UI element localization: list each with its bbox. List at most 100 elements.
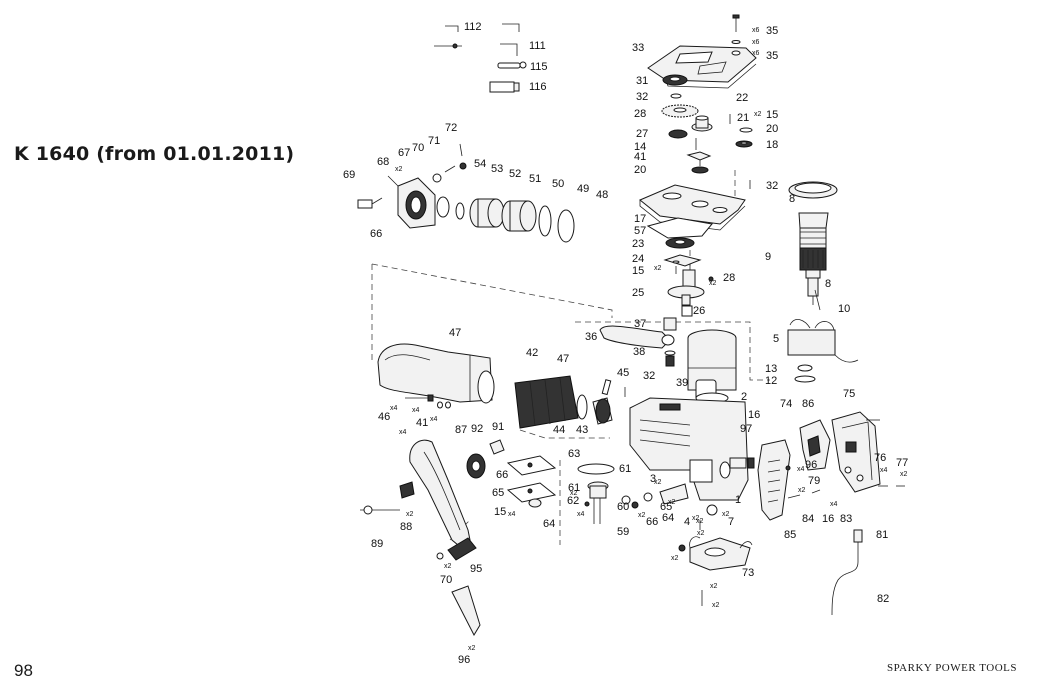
part-label: 81 bbox=[876, 529, 888, 541]
part-label: 5 bbox=[773, 333, 779, 345]
part-label: 32 bbox=[643, 370, 655, 382]
part-label: 59 bbox=[617, 526, 629, 538]
quantity-label: x2 bbox=[798, 487, 806, 494]
quantity-label: x4 bbox=[412, 407, 420, 414]
small-pins-group bbox=[434, 23, 527, 93]
part-label: 71 bbox=[428, 135, 440, 147]
part-label: 69 bbox=[343, 169, 355, 181]
part-label: 77 bbox=[896, 457, 908, 469]
part-label: 35 bbox=[766, 25, 778, 37]
part-label: 15 bbox=[632, 265, 644, 277]
quantity-label: x6 bbox=[752, 39, 760, 46]
part-label: 115 bbox=[530, 61, 548, 73]
side-handle-housing bbox=[377, 343, 493, 403]
part-label: 66 bbox=[496, 469, 508, 481]
power-cable bbox=[831, 529, 863, 616]
quantity-label: x4 bbox=[797, 466, 805, 473]
part-label: 64 bbox=[662, 512, 674, 524]
part-label: 12 bbox=[765, 375, 777, 387]
page-number: 98 bbox=[14, 661, 33, 680]
part-label: 61 bbox=[568, 482, 580, 494]
part-label: 10 bbox=[838, 303, 850, 315]
part-label: 14 bbox=[634, 141, 646, 153]
part-label: 89 bbox=[371, 538, 383, 550]
quantity-label: x4 bbox=[508, 511, 516, 518]
part-label: 79 bbox=[808, 475, 820, 487]
part-label: 15 bbox=[494, 506, 506, 518]
quantity-label: x2 bbox=[468, 645, 476, 652]
quantity-label: x2 bbox=[712, 602, 720, 609]
cover-screws bbox=[731, 14, 741, 56]
part-label: 88 bbox=[400, 521, 412, 533]
part-label: 15 bbox=[766, 109, 778, 121]
quantity-label: x2 bbox=[709, 280, 717, 287]
part-label: 95 bbox=[470, 563, 482, 575]
part-label: 61 bbox=[619, 463, 631, 475]
housing-fittings bbox=[631, 483, 718, 530]
part-label: 9 bbox=[765, 251, 771, 263]
part-label: 65 bbox=[660, 501, 672, 513]
part-label: 35 bbox=[766, 50, 778, 62]
part-label: 27 bbox=[636, 128, 648, 140]
quantity-label: x2 bbox=[570, 490, 578, 497]
part-label: 16 bbox=[748, 409, 760, 421]
quantity-label: x4 bbox=[880, 467, 888, 474]
connecting-rod bbox=[599, 317, 677, 367]
part-label: 1 bbox=[735, 494, 741, 506]
part-label: 20 bbox=[766, 123, 778, 135]
part-label: 43 bbox=[576, 424, 588, 436]
quantity-label: x2 bbox=[710, 583, 718, 590]
intermediate-gear bbox=[691, 114, 753, 148]
part-label: 51 bbox=[529, 173, 541, 185]
part-label: 68 bbox=[377, 156, 389, 168]
quantity-label: x2 bbox=[900, 471, 908, 478]
part-label: 47 bbox=[557, 353, 569, 365]
part-label: 42 bbox=[526, 347, 538, 359]
part-label: 96 bbox=[458, 654, 470, 666]
part-label: 32 bbox=[766, 180, 778, 192]
part-label: 16 bbox=[822, 513, 834, 525]
gear-stack bbox=[661, 74, 712, 174]
part-label: 49 bbox=[577, 183, 589, 195]
part-label: 38 bbox=[633, 346, 645, 358]
part-label: 92 bbox=[471, 423, 483, 435]
crank-shaft-assembly bbox=[663, 237, 714, 317]
part-label: 84 bbox=[802, 513, 814, 525]
quantity-label: x2 bbox=[692, 515, 700, 522]
part-label: 63 bbox=[568, 448, 580, 460]
part-label: 75 bbox=[843, 388, 855, 400]
quantity-label: x2 bbox=[754, 111, 762, 118]
part-label: 2 bbox=[741, 391, 747, 403]
part-label: 33 bbox=[632, 42, 644, 54]
quantity-label: x4 bbox=[830, 501, 838, 508]
quantity-label: x2 bbox=[697, 530, 705, 537]
piston-group bbox=[577, 463, 631, 524]
handle-screws bbox=[405, 394, 451, 409]
part-label: 97 bbox=[740, 423, 752, 435]
stator bbox=[787, 319, 859, 383]
part-label: 54 bbox=[474, 158, 486, 170]
switch-assembly bbox=[787, 411, 905, 499]
quantity-label: x2 bbox=[395, 166, 403, 173]
part-label: 4 bbox=[684, 516, 690, 528]
part-label: 111 bbox=[529, 40, 546, 52]
part-labels: 112 111 115 116 33 35 35 31 32 22 28 21 … bbox=[343, 21, 908, 666]
part-label: 39 bbox=[676, 377, 688, 389]
part-label: 64 bbox=[543, 518, 555, 530]
part-label: 32 bbox=[636, 91, 648, 103]
armature bbox=[788, 181, 838, 311]
part-label: 112 bbox=[464, 21, 482, 33]
barrel-parts bbox=[477, 370, 613, 429]
part-label: 52 bbox=[509, 168, 521, 180]
part-label: 70 bbox=[440, 574, 452, 586]
quantity-labels: x6 x6 x6 x2 x2 x2 x2 x4 x4 x4 x4 x2 x2 x… bbox=[390, 27, 908, 652]
part-label: 48 bbox=[596, 189, 608, 201]
part-label: 65 bbox=[492, 487, 504, 499]
part-label: 36 bbox=[585, 331, 597, 343]
part-label: 57 bbox=[634, 225, 646, 237]
part-label: 86 bbox=[802, 398, 814, 410]
part-label: 66 bbox=[646, 516, 658, 528]
part-label: 46 bbox=[378, 411, 390, 423]
part-label: 21 bbox=[737, 112, 749, 124]
quantity-label: x4 bbox=[390, 405, 398, 412]
